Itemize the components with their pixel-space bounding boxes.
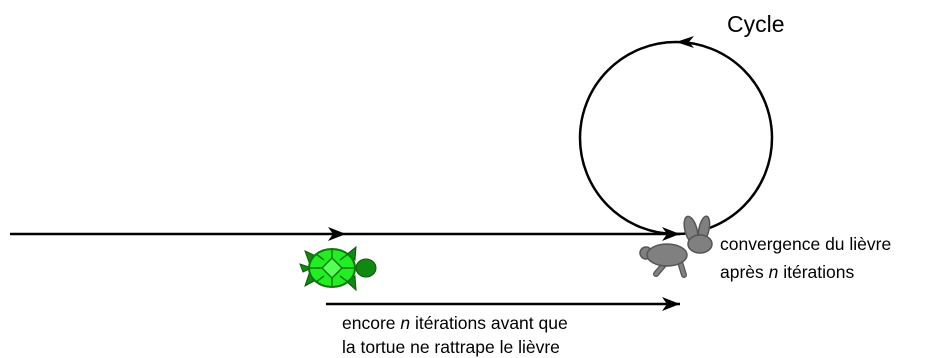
cycle-arrow [676, 36, 694, 48]
cycle-title: Cycle [727, 11, 785, 37]
tortoise-label-line1: encore n itérations avant que [342, 313, 568, 334]
hare-label-text-b: itérations [778, 262, 855, 282]
hare-icon [639, 215, 713, 278]
tortoise-label-variable: n [400, 313, 411, 333]
hare-label-line1: convergence du lièvre [720, 234, 892, 254]
hare-label-variable: n [768, 262, 779, 282]
tortoise-label-line2: la tortue ne rattrape le lièvre [342, 337, 560, 357]
tortoise-label-text-a: encore [342, 313, 401, 333]
path-arrow-mid [328, 227, 346, 241]
hare-label-line2: après n itérations [720, 262, 854, 283]
tortoise-label-text-b: itérations avant que [410, 313, 568, 333]
hare-label-text-a: après [720, 262, 769, 282]
tortoise-icon [299, 245, 377, 292]
cycle-loop [578, 40, 774, 236]
catchup-arrow [662, 297, 680, 311]
